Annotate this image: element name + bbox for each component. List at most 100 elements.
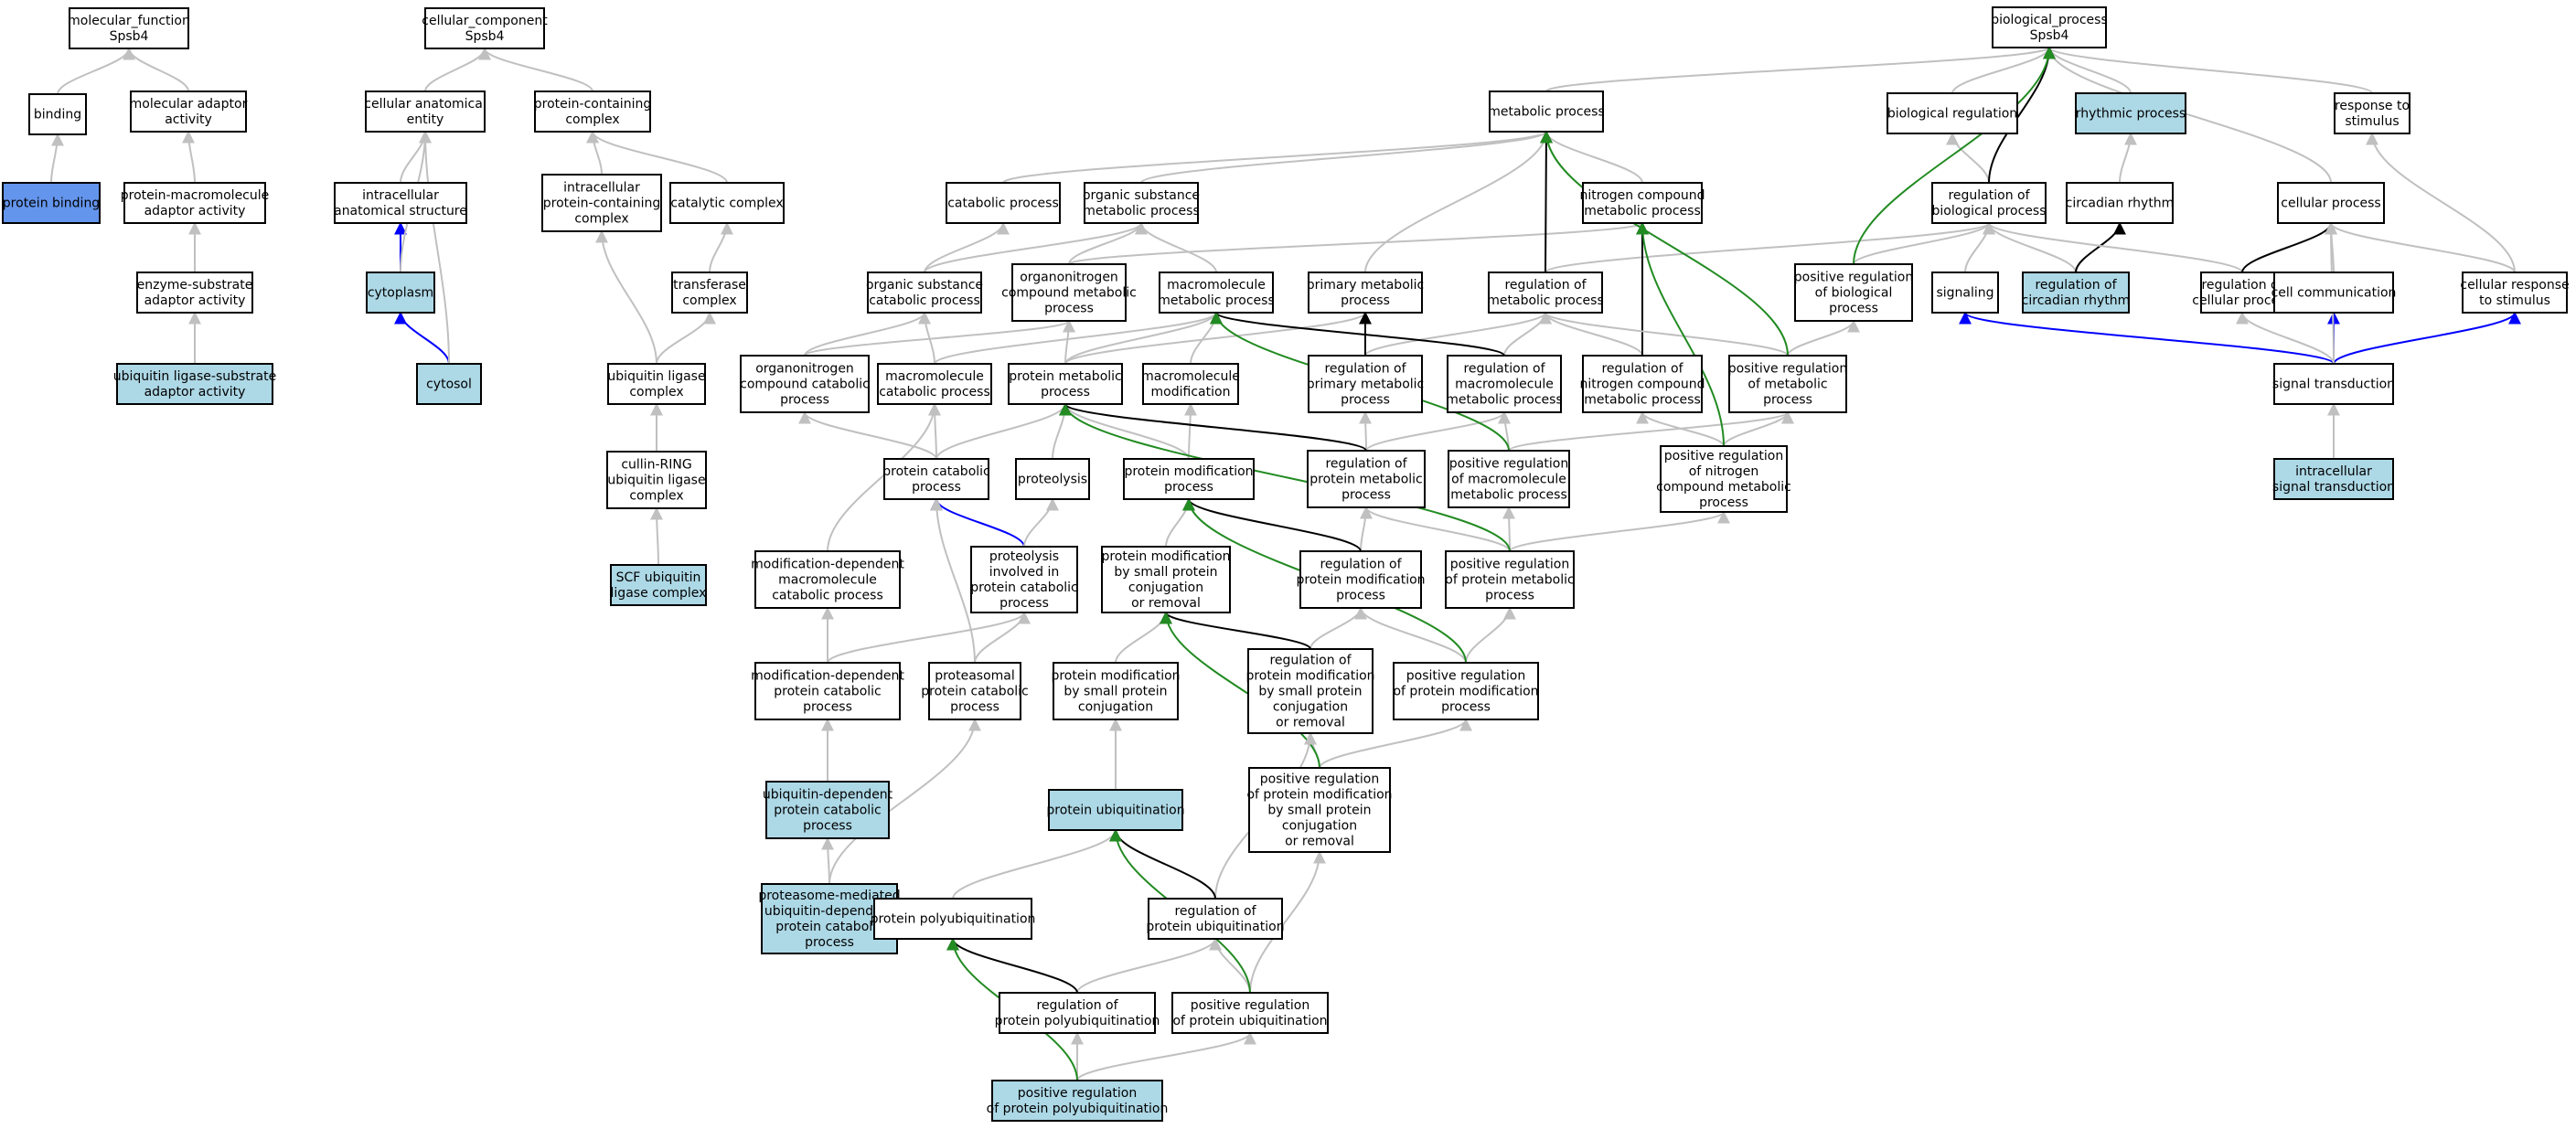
go-term-node-pbind[interactable]: protein binding	[2, 182, 101, 224]
node-label-line: anatomical structure	[334, 204, 467, 218]
node-label-line: positive regulation	[1450, 558, 1569, 572]
node-box	[754, 550, 901, 609]
edge-line	[1059, 402, 1367, 452]
edge-line	[924, 221, 1148, 273]
node-label-line: proteasomal	[935, 669, 1015, 684]
go-term-node-circ[interactable]: circadian rhythm	[2066, 182, 2175, 224]
edge-line	[827, 402, 941, 552]
node-box	[1159, 272, 1274, 314]
edge-line	[1182, 497, 1362, 552]
go-term-node-mdmcp[interactable]: modification-dependentmacromoleculecatab…	[751, 550, 904, 609]
go-term-node-metp[interactable]: metabolic process	[1488, 91, 1605, 133]
go-term-node-cellp[interactable]: cellular process	[2277, 182, 2385, 224]
go-term-node-binding[interactable]: binding	[28, 93, 87, 135]
go-term-node-ppu[interactable]: protein polyubiquitination	[871, 898, 1036, 940]
edge-is-a-posregmmp-to-posregmp	[1508, 410, 1794, 452]
node-box	[1308, 355, 1423, 413]
go-term-node-catc[interactable]: catalytic complex	[669, 182, 785, 224]
node-box	[541, 174, 662, 232]
go-term-node-protubiq[interactable]: protein ubiquitination	[1046, 789, 1185, 831]
node-label-line: modification-dependent	[751, 669, 904, 684]
node-label-line: protein modification	[1245, 669, 1374, 684]
go-term-node-cellcomm[interactable]: cell communication	[2271, 272, 2397, 314]
node-box	[765, 781, 890, 839]
node-label-line: macromolecule	[885, 369, 984, 384]
go-term-node-sigtrans[interactable]: signal transduction	[2272, 363, 2395, 405]
go-term-node-proteolysis[interactable]: proteolysis	[1015, 458, 1090, 500]
go-term-node-cytosol[interactable]: cytosol	[416, 363, 482, 405]
node-label-line: proteolysis	[989, 549, 1059, 564]
go-term-node-signaling[interactable]: signaling	[1931, 272, 1999, 314]
edge-regulates-regcellp-to-cellp	[2241, 221, 2337, 273]
go-term-node-catp[interactable]: catabolic process	[946, 182, 1061, 224]
edge-line	[1062, 319, 1075, 365]
node-label-line: conjugation	[1282, 819, 1357, 834]
go-term-node-cytoplasm[interactable]: cytoplasm	[366, 272, 435, 314]
go-term-node-rhyth[interactable]: rhythmic process	[2075, 92, 2186, 134]
node-label-line: of protein polyubiquitination	[987, 1102, 1169, 1116]
go-term-node-breg[interactable]: biological regulation	[1887, 92, 2018, 134]
node-box	[2022, 272, 2130, 314]
node-label-line: process	[1336, 589, 1385, 603]
edge-is-a-pmodspc-to-pmodp	[1165, 497, 1195, 548]
edge-line	[1115, 611, 1172, 664]
